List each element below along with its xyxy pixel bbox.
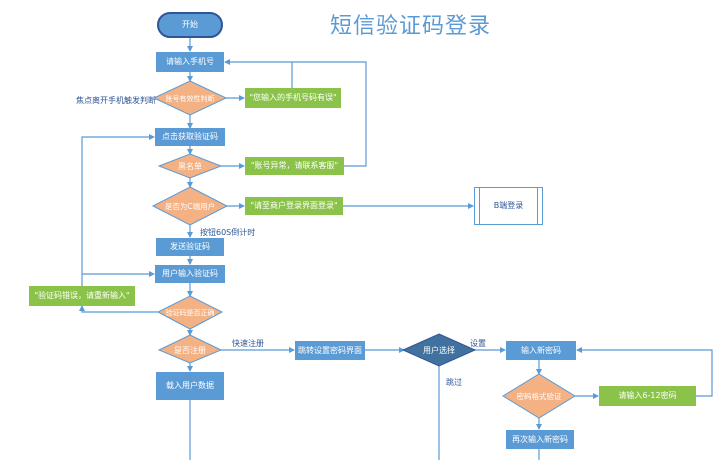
node-account-error: "账号异常，请联系客服" <box>245 157 344 175</box>
label-quick-register: 快速注册 <box>232 339 264 348</box>
edge-hint-back <box>576 347 713 397</box>
diamond-user-choice <box>401 333 477 367</box>
label-set: 设置 <box>470 339 486 348</box>
edge-codecheck-to-codeerror <box>79 305 158 313</box>
diamond-code-check-label: 验证码是否正确 <box>166 308 215 317</box>
diamond-blacklist-label: 黑名单 <box>178 161 202 171</box>
node-enter-phone: 请输入手机号 <box>156 52 224 72</box>
node-get-code: 点击获取验证码 <box>155 128 225 146</box>
label-blur-trigger: 焦点离开手机触发判断 <box>76 96 156 105</box>
node-load-data: 载入用户数据 <box>156 372 224 400</box>
label-skip: 跳过 <box>446 378 462 387</box>
node-code-error: "验证码错误，请重新输入" <box>29 286 135 306</box>
diamond-phone-check-label: 账号有效性判断 <box>166 94 215 103</box>
edge-accerror-back <box>292 61 367 167</box>
node-jump-set-pwd: 跳转设置密码界面 <box>295 341 365 360</box>
node-reenter-pwd: 再次输入新密码 <box>506 430 574 449</box>
node-pwd-hint: 请输入6-12密码 <box>599 386 696 406</box>
diamond-blacklist <box>157 153 223 179</box>
diamond-c-user-label: 是否为C端用户 <box>165 201 215 211</box>
diamond-user-choice-label: 用户选择 <box>423 345 455 355</box>
edge-phoneerror-back <box>224 59 293 88</box>
diamond-pwd-format-label: 密码格式验证 <box>517 391 562 401</box>
node-merchant-login-tip: "请至商户登录界面登录" <box>245 197 343 215</box>
node-send-code: 发送验证码 <box>156 238 224 256</box>
diamond-registered <box>157 334 223 364</box>
diamond-c-user <box>151 186 229 226</box>
node-user-enter-code: 用户输入验证码 <box>155 265 225 283</box>
diamond-pwd-format <box>502 373 576 419</box>
edge-codeerror-back-getcode <box>81 134 155 286</box>
node-enter-new-pwd: 输入新密码 <box>506 341 576 360</box>
node-start: 开始 <box>157 12 223 38</box>
diamond-code-check <box>156 295 224 330</box>
node-phone-error: "您输入的手机号码有误" <box>245 88 341 108</box>
diamond-registered-label: 是否注册 <box>174 345 206 355</box>
node-b-login: B端登录 <box>474 187 543 225</box>
label-countdown: 按钮60S倒计时 <box>200 228 256 237</box>
diamond-phone-check <box>152 80 228 116</box>
page-title: 短信验证码登录 <box>330 14 492 39</box>
